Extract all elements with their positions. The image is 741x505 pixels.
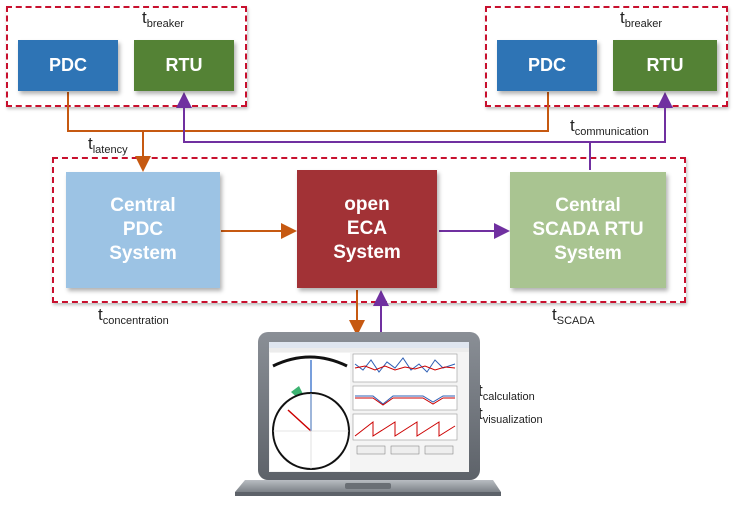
scada-to-rtu-left-arrow [176, 92, 590, 143]
pdc-right-label: PDC [527, 55, 566, 75]
central-scada-box: Central SCADA RTU System [510, 172, 666, 288]
pdc-left-to-central-arrow [67, 92, 151, 172]
right-breaker-region [485, 6, 728, 107]
breaker-right-label: tbreaker [620, 8, 663, 30]
central-pdc-label: Central PDC System [109, 195, 177, 264]
pdc-left-label: PDC [48, 55, 87, 75]
rtu-right-box: RTU [613, 40, 717, 91]
left-breaker-region [6, 6, 247, 107]
calculation-label: tcalculation [478, 381, 535, 403]
rtu-left-box: RTU [134, 40, 234, 91]
open-eca-box: open ECA System [297, 170, 437, 288]
pdc-right-line [143, 92, 549, 132]
central-systems-region [52, 157, 686, 303]
pdc-right-box: PDC [497, 40, 597, 91]
scada-to-rtu-right-arrow [589, 92, 673, 170]
trend-charts [352, 353, 458, 455]
scada-label: tSCADA [552, 305, 595, 327]
latency-label: tlatency [88, 134, 128, 156]
central-scada-label: Central SCADA RTU System [532, 195, 644, 264]
open-eca-label: open ECA System [333, 194, 401, 263]
visualization-label: tvisualization [478, 404, 543, 426]
laptop-illustration [235, 332, 501, 496]
central-pdc-box: Central PDC System [66, 172, 220, 288]
communication-label: tcommunication [570, 116, 649, 138]
pdc-left-box: PDC [18, 40, 118, 91]
rtu-right-label: RTU [646, 55, 684, 75]
rtu-left-label: RTU [165, 55, 203, 75]
concentration-label: tconcentration [98, 305, 169, 327]
phasor-dial [270, 353, 350, 471]
breaker-left-label: tbreaker [142, 8, 185, 30]
